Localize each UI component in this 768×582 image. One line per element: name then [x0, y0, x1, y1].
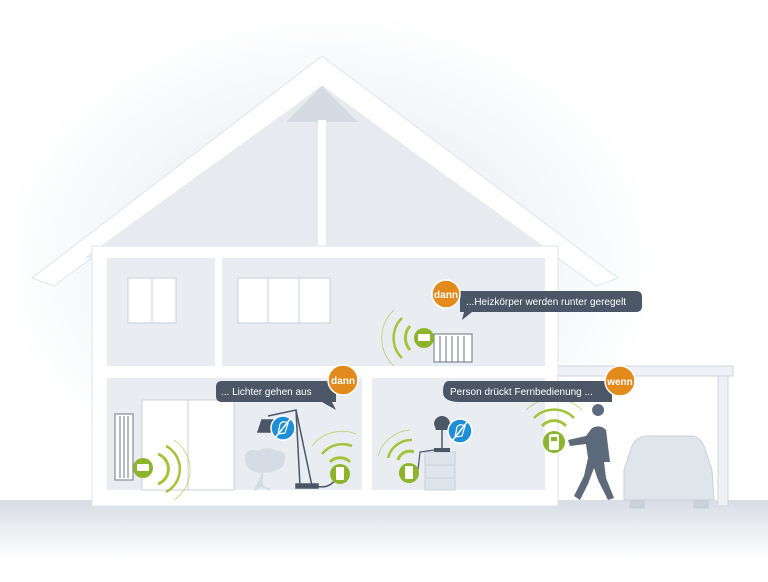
callout-heating: ...Heizkörper werden runter geregelt dan… — [431, 279, 642, 320]
radiator-upper — [381, 309, 473, 367]
callout-text: Person drückt Fernbedienung ... — [450, 387, 593, 398]
callout-text: ...Heizkörper werden runter geregelt — [466, 297, 626, 308]
svg-text:wenn: wenn — [606, 377, 633, 388]
callout-remote: Person drückt Fernbedienung ... wenn — [443, 365, 636, 402]
ground — [0, 500, 768, 560]
badge-dann — [327, 364, 359, 396]
window-upper-left — [127, 277, 177, 324]
signal-waves — [381, 309, 412, 367]
signal-waves — [311, 430, 357, 464]
light-off-icon — [270, 415, 296, 441]
signal-waves — [157, 439, 191, 501]
radiator-lower — [114, 413, 191, 501]
badge-dann — [431, 279, 461, 309]
chair — [244, 448, 285, 491]
car-icon — [623, 435, 715, 509]
light-off-icon — [447, 418, 473, 444]
roof — [30, 55, 620, 287]
badge-wenn — [604, 365, 636, 397]
signal-waves — [377, 429, 415, 461]
patio-door — [141, 399, 235, 491]
svg-text:dann: dann — [331, 376, 355, 387]
window-upper-right — [237, 277, 331, 324]
table-lamp — [417, 416, 450, 471]
callout-lights: ... Lichter gehen aus dann — [216, 364, 359, 410]
svg-text:dann: dann — [434, 290, 458, 301]
attic-vent — [286, 86, 358, 122]
callout-text: ... Lichter gehen aus — [221, 387, 312, 398]
dresser — [424, 451, 456, 491]
person-icon — [568, 404, 614, 500]
